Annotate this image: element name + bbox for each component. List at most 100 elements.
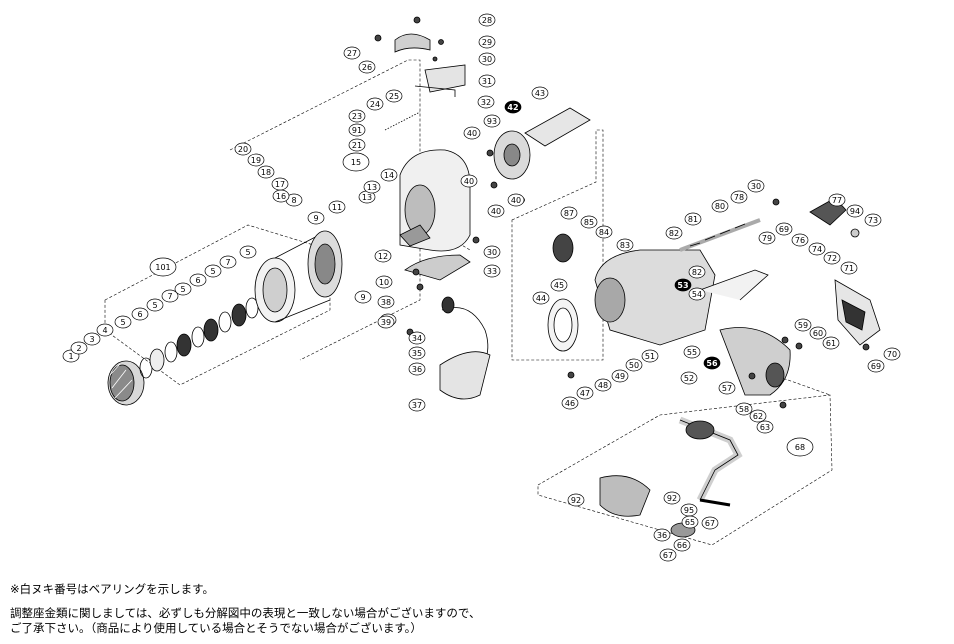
part-label-circle [478,35,496,49]
washer-note-continued: ご了承下さい。（商品により使用している場合とそうでない場合がございます。） [10,621,422,635]
part-label-circle [377,295,395,309]
part-label-circle [363,180,381,194]
part-number: 55 [687,348,697,357]
part-number: 30 [487,248,497,257]
part-label-circle [828,193,846,207]
part-number: 93 [487,117,497,126]
part-label: 92 [663,491,681,505]
part-number: 6 [195,276,200,285]
part-label: 21 [348,138,366,152]
part-label-circle [594,378,612,392]
part-label: 67 [701,516,719,530]
part-label-circle [867,359,885,373]
part-number: 33 [487,267,497,276]
part-label-circle [567,493,585,507]
part-label: 40 [463,126,481,140]
part-number: 11 [332,203,342,212]
part-number: 80 [715,202,725,211]
part-number: 57 [722,384,732,393]
spool [254,230,343,323]
part-number: 36 [657,531,667,540]
part-number: 66 [677,541,687,550]
part-number: 38 [381,298,391,307]
part-label: 43 [531,86,549,100]
part-label-circle [688,265,706,279]
part-label-circle [257,165,275,179]
part-label: 74 [808,242,826,256]
part-label: 5 [239,245,257,259]
part-label: 40 [507,193,525,207]
part-number: 6 [137,310,142,319]
part-label-circle [595,225,613,239]
part-number: 27 [347,49,357,58]
part-label: 65 [681,515,699,529]
part-number: 47 [580,389,590,398]
part-label-circle [749,409,767,423]
part-label: 42 [504,100,522,114]
part-number: 40 [491,207,501,216]
body-group-outline [511,129,604,361]
part-number: 40 [464,177,474,186]
part-label-circle [463,126,481,140]
part-label: 95 [680,503,698,517]
part-label: 25 [385,89,403,103]
part-label: 31 [478,74,496,88]
part-label-circle [580,215,598,229]
part-number: 46 [565,399,575,408]
part-number: 10 [379,278,389,287]
part-label: 91 [348,123,366,137]
part-label: 66 [673,538,691,552]
part-number: 82 [692,268,702,277]
part-label-circle [683,345,701,359]
part-label: 70 [883,347,901,361]
part-label-circle [348,123,366,137]
part-label: 28 [478,13,496,27]
part-label-circle [478,52,496,66]
part-number: 40 [467,129,477,138]
part-number: 58 [739,405,749,414]
part-number: 71 [844,264,854,273]
part-number: 54 [692,290,702,299]
part-label-circle [864,213,882,227]
part-label-circle [747,179,765,193]
part-label-circle [174,282,192,296]
part-label-circle [374,249,392,263]
part-label-circle [809,326,827,340]
part-label: 69 [867,359,885,373]
part-label-circle [808,242,826,256]
part-label: 14 [380,168,398,182]
part-number: 21 [352,141,362,150]
part-number: 44 [536,294,546,303]
part-label: 34 [408,331,426,345]
part-label: 12 [374,249,392,263]
part-label-circle [663,491,681,505]
part-label: 67 [659,548,677,562]
part-label: 15 [342,152,370,172]
part-label: 81 [684,212,702,226]
part-number: 56 [706,359,718,368]
part-label: 7 [219,255,237,269]
part-label-circle [348,138,366,152]
part-number: 5 [180,285,185,294]
part-label: 3 [83,332,101,346]
part-label-circle [487,204,505,218]
part-label-circle [846,204,864,218]
part-label: 62 [749,409,767,423]
part-number: 4 [102,326,107,335]
bearing-note: ※白ヌキ番号はベアリングを示します。 [10,582,214,596]
part-label-circle [483,245,501,259]
part-label: 94 [846,204,864,218]
part-label: 46 [561,396,579,410]
part-label: 60 [809,326,827,340]
part-label: 30 [747,179,765,193]
part-number: 30 [482,55,492,64]
pinion-assembly [493,107,591,180]
spool-group-outline [104,224,331,386]
part-label-circle [483,114,501,128]
part-label: 78 [730,190,748,204]
part-label-circle [680,371,698,385]
part-label: 72 [823,251,841,265]
part-label-circle [576,386,594,400]
part-label: 56 [703,356,721,370]
part-label: 38 [377,295,395,309]
